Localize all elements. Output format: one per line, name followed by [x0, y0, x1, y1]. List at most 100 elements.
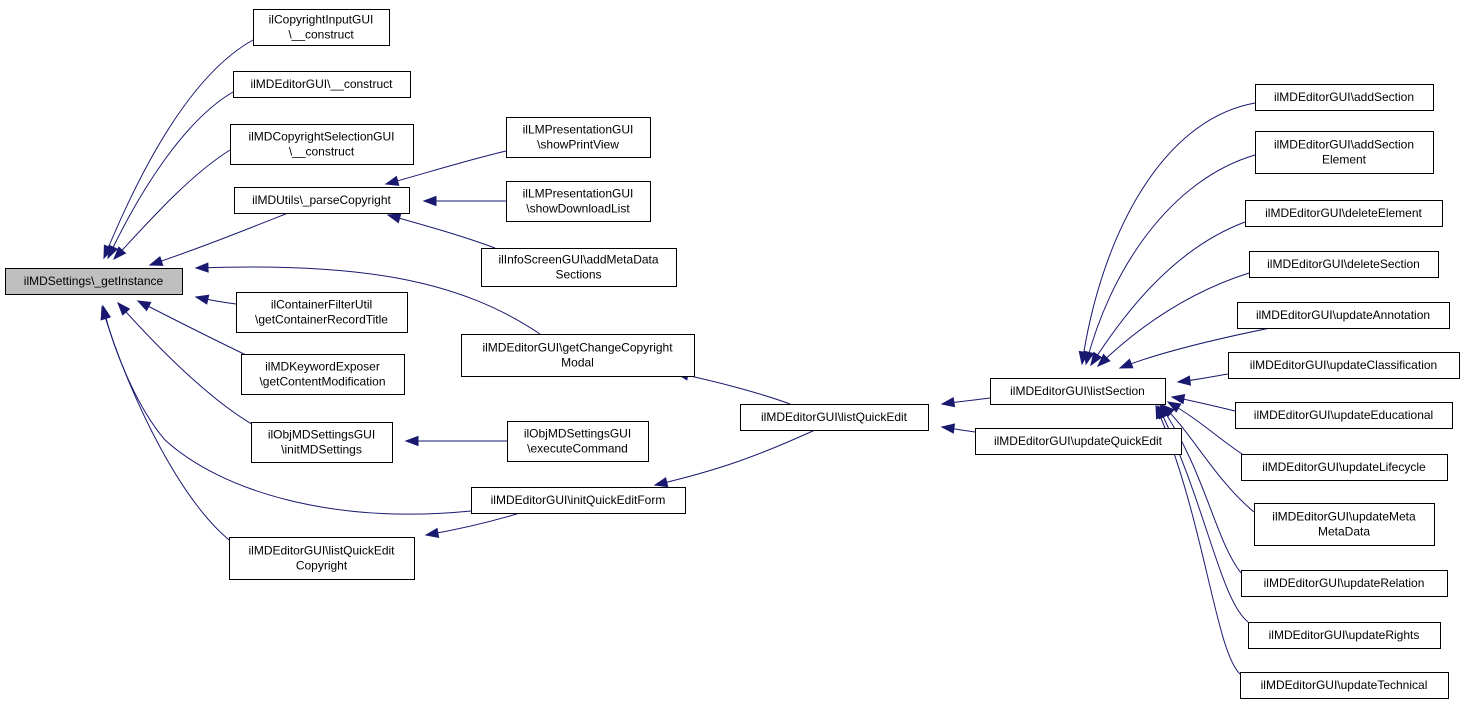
node-label-line: ilMDEditorGUI\updateRelation [1264, 576, 1425, 590]
node-getInstance[interactable]: ilMDSettings\_getInstance [5, 268, 183, 295]
node-label-line: ilMDEditorGUI\listQuickEdit [761, 410, 908, 424]
edges-layer [100, 39, 1281, 675]
edge-listSection-to-listQuickEdit [940, 396, 991, 408]
edge-line [1119, 325, 1281, 369]
node-updateLifecycle[interactable]: ilMDEditorGUI\updateLifecycle [1241, 454, 1448, 481]
arrowhead [1096, 353, 1111, 367]
node-label-line: ilMDEditorGUI\addSection [1274, 90, 1414, 104]
node-label-line: ilMDEditorGUI\__construct [250, 77, 393, 91]
arrowhead [940, 396, 956, 408]
node-label-line: MetaData [1318, 525, 1370, 539]
edge-keywordExposer-to-getInstance [136, 300, 249, 357]
node-copyrightSelection[interactable]: ilMDCopyrightSelectionGUI\__construct [230, 124, 414, 165]
node-updateQuickEdit[interactable]: ilMDEditorGUI\updateQuickEdit [975, 428, 1182, 455]
arrowhead [653, 477, 669, 488]
arrowhead [117, 301, 131, 316]
arrowhead [1170, 393, 1186, 405]
arrowhead [100, 305, 111, 321]
node-box [1245, 200, 1443, 227]
node-box [990, 378, 1166, 405]
node-label-line: ilMDEditorGUI\initQuickEditForm [491, 493, 666, 507]
edge-deleteSection-to-listSection [1096, 272, 1250, 367]
node-box [506, 117, 651, 158]
node-label-line: ilMDUtils\_parseCopyright [252, 193, 391, 207]
edge-mdEditorConstruct-to-getInstance [107, 91, 234, 260]
node-box [241, 354, 405, 395]
node-label-line: \executeCommand [527, 442, 628, 456]
arrowhead [384, 175, 400, 186]
node-addSection[interactable]: ilMDEditorGUI\addSection [1255, 84, 1434, 111]
arrowhead [194, 294, 210, 305]
node-copyrightInput[interactable]: ilCopyrightInputGUI\__construct [253, 9, 390, 46]
arrowhead [422, 195, 437, 207]
node-label-line: ilMDEditorGUI\deleteElement [1265, 206, 1422, 220]
node-updateAnnotation[interactable]: ilMDEditorGUI\updateAnnotation [1237, 302, 1450, 329]
node-box [1255, 84, 1434, 111]
edge-line [1085, 154, 1256, 365]
node-box [481, 248, 677, 287]
arrowhead [113, 246, 127, 261]
node-label-line: ilObjMDSettingsGUI [268, 428, 375, 442]
edge-updateAnnotation-to-listSection [1118, 325, 1281, 369]
node-label-line: Copyright [296, 559, 348, 573]
edge-line [195, 266, 541, 335]
node-updateRelation[interactable]: ilMDEditorGUI\updateRelation [1241, 570, 1448, 597]
edge-line [1097, 272, 1250, 367]
node-updateClassification[interactable]: ilMDEditorGUI\updateClassification [1228, 352, 1460, 379]
node-box [975, 428, 1182, 455]
node-label-line: ilMDEditorGUI\getChangeCopyright [482, 341, 673, 355]
node-label-line: ilMDCopyrightSelectionGUI [248, 130, 394, 144]
node-containerFilter[interactable]: ilContainerFilterUtil\getContainerRecord… [236, 292, 408, 333]
arrowhead [136, 300, 152, 312]
edge-line [137, 300, 249, 357]
arrowhead [1118, 358, 1134, 369]
node-label-line: ilMDEditorGUI\updateMeta [1272, 510, 1416, 524]
node-showPrintView[interactable]: ilLMPresentationGUI\showPrintView [506, 117, 651, 158]
edge-line [149, 212, 289, 266]
edge-deleteElement-to-listSection [1090, 221, 1246, 367]
node-updateRights[interactable]: ilMDEditorGUI\updateRights [1248, 622, 1441, 649]
node-label-line: \initMDSettings [281, 443, 362, 457]
edge-line [103, 39, 254, 259]
node-listQuickEdit[interactable]: ilMDEditorGUI\listQuickEdit [740, 404, 929, 431]
node-box [1254, 503, 1435, 546]
node-label-line: Sections [555, 268, 601, 282]
node-deleteSection[interactable]: ilMDEditorGUI\deleteSection [1249, 251, 1439, 278]
node-initQuickEditForm[interactable]: ilMDEditorGUI\initQuickEditForm [471, 487, 686, 514]
node-objInitMD[interactable]: ilObjMDSettingsGUI\initMDSettings [251, 422, 393, 463]
node-label-line: ilMDEditorGUI\updateQuickEdit [994, 434, 1163, 448]
node-updateTechnical[interactable]: ilMDEditorGUI\updateTechnical [1240, 672, 1449, 699]
node-parseCopyright[interactable]: ilMDUtils\_parseCopyright [234, 187, 410, 214]
node-box [1241, 454, 1448, 481]
node-label-line: ilMDEditorGUI\listQuickEdit [248, 544, 395, 558]
node-box [1248, 622, 1441, 649]
node-box [1241, 570, 1448, 597]
node-deleteElement[interactable]: ilMDEditorGUI\deleteElement [1245, 200, 1443, 227]
node-showDownloadList[interactable]: ilLMPresentationGUI\showDownloadList [506, 181, 651, 222]
edge-line [387, 214, 496, 249]
node-box [1240, 672, 1449, 699]
node-keywordExposer[interactable]: ilMDKeywordExposer\getContentModificatio… [241, 354, 405, 395]
arrowhead [107, 244, 119, 260]
node-listSection[interactable]: ilMDEditorGUI\listSection [990, 378, 1166, 405]
arrowhead [404, 435, 419, 447]
node-updateEducational[interactable]: ilMDEditorGUI\updateEducational [1235, 402, 1453, 429]
node-label-line: ilMDEditorGUI\updateEducational [1254, 408, 1433, 422]
edge-line [425, 512, 521, 536]
edge-listQuickEditCopyright-to-getInstance [100, 305, 237, 546]
node-executeCommand[interactable]: ilObjMDSettingsGUI\executeCommand [507, 421, 649, 462]
node-label-line: ilMDKeywordExposer [265, 360, 380, 374]
node-box [234, 187, 410, 214]
arrowhead [1166, 401, 1182, 413]
edge-executeCommand-to-objInitMD [404, 435, 507, 447]
node-label-line: ilCopyrightInputGUI [269, 13, 374, 27]
node-mdEditorConstruct[interactable]: ilMDEditorGUI\__construct [233, 71, 411, 98]
arrowhead [940, 423, 956, 434]
arrowhead [148, 256, 164, 266]
